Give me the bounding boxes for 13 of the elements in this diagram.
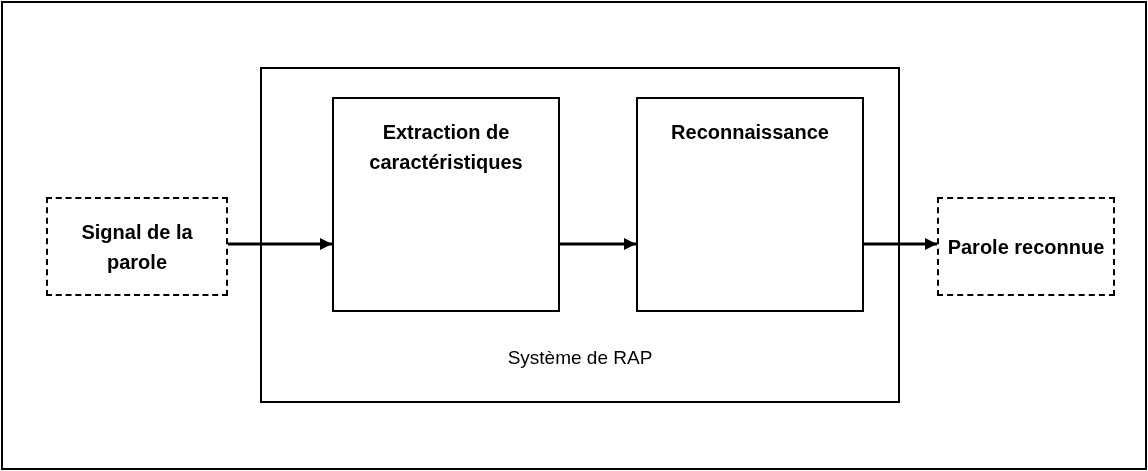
- dashed-box: [937, 197, 1115, 296]
- arrow: [864, 238, 937, 250]
- box-label: Parole reconnue: [946, 234, 1106, 260]
- system-label: Système de RAP: [506, 347, 654, 369]
- system-box: [260, 67, 900, 403]
- box-label: Signal de la parole: [80, 219, 194, 275]
- arrow: [228, 238, 332, 250]
- box-label: Extraction de caractéristiques: [368, 120, 524, 175]
- box-label: Reconnaissance: [670, 120, 830, 145]
- dashed-box: [46, 197, 228, 296]
- arrow: [560, 238, 636, 250]
- process-box: [636, 97, 864, 312]
- process-box: [332, 97, 560, 312]
